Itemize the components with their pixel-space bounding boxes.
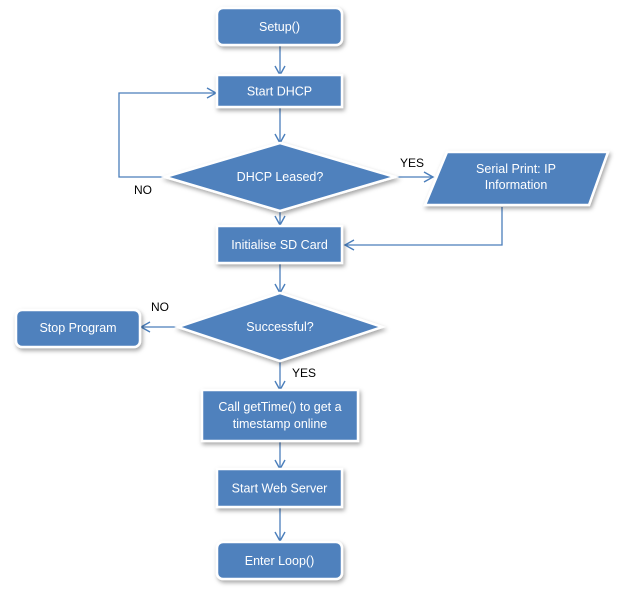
node-stop-program-label: Stop Program xyxy=(39,321,116,335)
edge-serial-print-to-init-sd xyxy=(343,207,503,251)
node-setup: Setup() xyxy=(215,6,344,47)
edge-label-successful-yes: YES xyxy=(292,366,316,380)
node-get-time-line1: Call getTime() to get a xyxy=(218,400,341,414)
node-enter-loop: Enter Loop() xyxy=(215,540,344,581)
node-dhcp-leased: DHCP Leased? xyxy=(160,141,400,213)
edge-label-successful-no: NO xyxy=(151,300,169,314)
node-get-time: Call getTime() to get a timestamp online xyxy=(200,388,360,443)
node-serial-print: Serial Print: IP Information xyxy=(423,150,610,207)
node-start-dhcp-label: Start DHCP xyxy=(247,85,312,99)
node-stop-program: Stop Program xyxy=(14,308,142,349)
node-start-dhcp: Start DHCP xyxy=(215,73,344,109)
node-enter-loop-label: Enter Loop() xyxy=(245,554,314,568)
edge-label-dhcp-yes: YES xyxy=(400,156,424,170)
node-serial-print-line2: Information xyxy=(485,178,548,192)
node-init-sd-card: Initialise SD Card xyxy=(215,224,344,265)
node-setup-label: Setup() xyxy=(259,20,300,34)
node-start-web-server-label: Start Web Server xyxy=(232,482,328,496)
node-successful-label: Successful? xyxy=(246,320,313,334)
node-get-time-line2: timestamp online xyxy=(233,417,328,431)
node-start-web-server: Start Web Server xyxy=(215,467,344,509)
node-init-sd-card-label: Initialise SD Card xyxy=(231,238,328,252)
node-serial-print-line1: Serial Print: IP xyxy=(476,162,556,176)
node-successful: Successful? xyxy=(174,291,386,363)
node-dhcp-leased-label: DHCP Leased? xyxy=(237,170,324,184)
edge-label-dhcp-no: NO xyxy=(134,183,152,197)
edge-dhcp-no-loop-back xyxy=(118,87,218,178)
